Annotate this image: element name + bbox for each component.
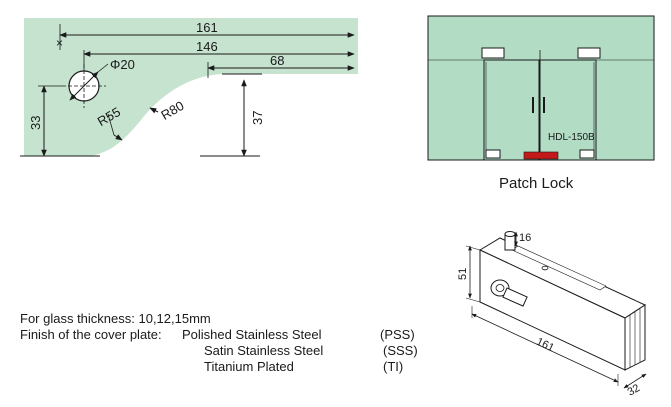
spec-finish-ti: Titanium Plated [204,359,294,374]
spec-code-ti: (TI) [383,359,404,374]
dim-r80-label: R80 [158,98,186,123]
door-view: HDL-150B [427,15,655,161]
top-patch-right [577,47,601,59]
profile-drawing: × 161 146 68 Φ20 R55 R80 33 37 [20,18,358,157]
dim-33-label: 33 [28,116,43,130]
iso-dim-16-label: 16 [519,232,531,244]
bottom-patch-right [579,149,595,159]
iso-dim-32-label: 32 [626,382,643,399]
dim-phi20-label: Φ20 [110,57,135,72]
dim-146-label: 146 [196,39,218,54]
spec-code-sss: (SSS) [383,343,418,358]
door-leaf-right [539,59,597,161]
door-leaf-left [483,59,540,161]
dim-161-label: 161 [196,20,218,35]
spec-finish-pss: Polished Stainless Steel [182,327,322,342]
iso-view: 16 51 161 32 [457,231,647,399]
spec-finish-sss: Satin Stainless Steel [204,343,324,358]
door-caption: Patch Lock [499,175,574,192]
iso-dim-51-label: 51 [457,268,469,280]
svg-text:×: × [56,36,63,50]
model-label: HDL-150B [548,132,595,143]
dim-68-label: 68 [270,53,284,68]
spec-glass-thickness: For glass thickness: 10,12,15mm [20,311,211,326]
patch-lock-marker [523,151,559,160]
dim-37-label: 37 [250,111,265,125]
bottom-patch-left [485,149,501,159]
top-patch-left [481,47,505,59]
spec-code-pss: (PSS) [380,327,415,342]
spec-finish-label: Finish of the cover plate: [20,327,162,342]
